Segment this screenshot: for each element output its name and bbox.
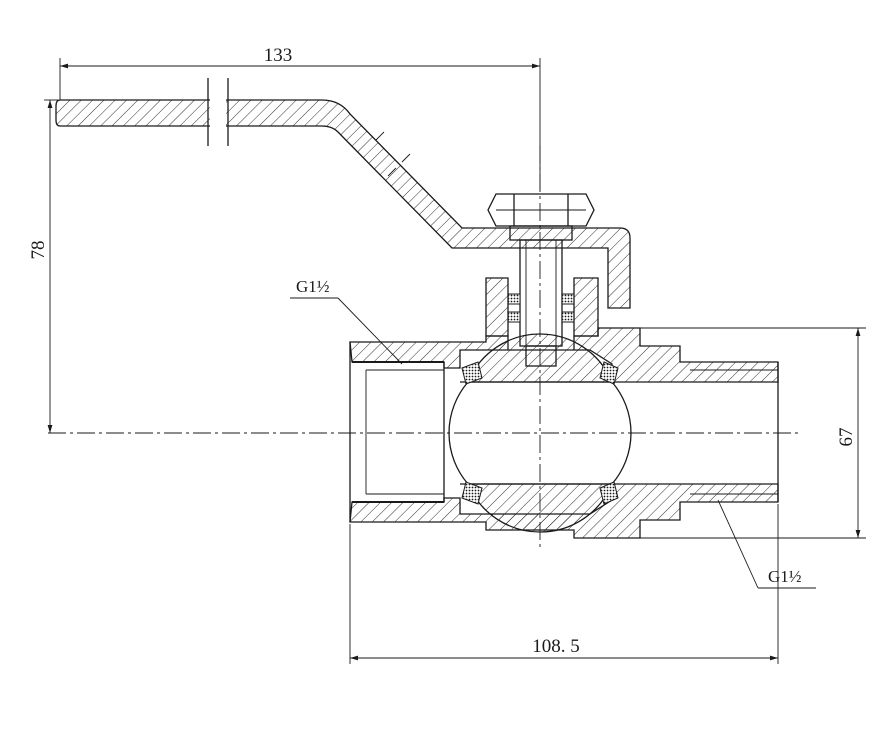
bonnet-right	[573, 277, 599, 337]
valve-stem	[507, 239, 575, 367]
dim-handle-length: 133	[59, 45, 541, 190]
lever-handle	[55, 78, 631, 309]
seat-left-top	[461, 361, 483, 385]
lever-tick-3	[401, 153, 411, 163]
hex-nut-outline	[487, 193, 595, 227]
lever-break-gap	[210, 96, 226, 130]
ball-bottom-section	[467, 483, 613, 533]
center-lines	[48, 145, 800, 548]
dim-overall-length: 108. 5	[349, 504, 779, 664]
lever-tick-1	[375, 131, 385, 141]
bonnet-left	[485, 277, 509, 337]
male-thread-callout: G1½	[717, 499, 816, 589]
seat-right-bottom	[599, 481, 619, 505]
male-thread-label: G1½	[768, 567, 802, 586]
dim-handle-height: 78	[28, 99, 58, 433]
dim-handle-length-label: 133	[264, 45, 293, 66]
o-ring-left-bottom	[507, 311, 521, 323]
seat-right-top	[599, 361, 619, 385]
o-ring-left-top	[507, 293, 521, 305]
dim-handle-height-label: 78	[28, 241, 49, 260]
dim-overall-length-label: 108. 5	[532, 636, 580, 657]
ball-top-section	[467, 333, 613, 383]
o-ring-right-bottom	[561, 311, 575, 323]
stem-nut	[487, 193, 595, 241]
lever-tick-2	[387, 167, 397, 177]
o-ring-right-top	[561, 293, 575, 305]
lever-arm	[55, 99, 631, 309]
ball	[448, 333, 632, 533]
dim-body-height-label: 67	[836, 428, 857, 447]
female-thread-callout: G1½	[290, 277, 403, 365]
female-thread-label: G1½	[296, 277, 330, 296]
seat-left-bottom	[461, 481, 483, 505]
dim-body-height: 67	[640, 327, 866, 539]
